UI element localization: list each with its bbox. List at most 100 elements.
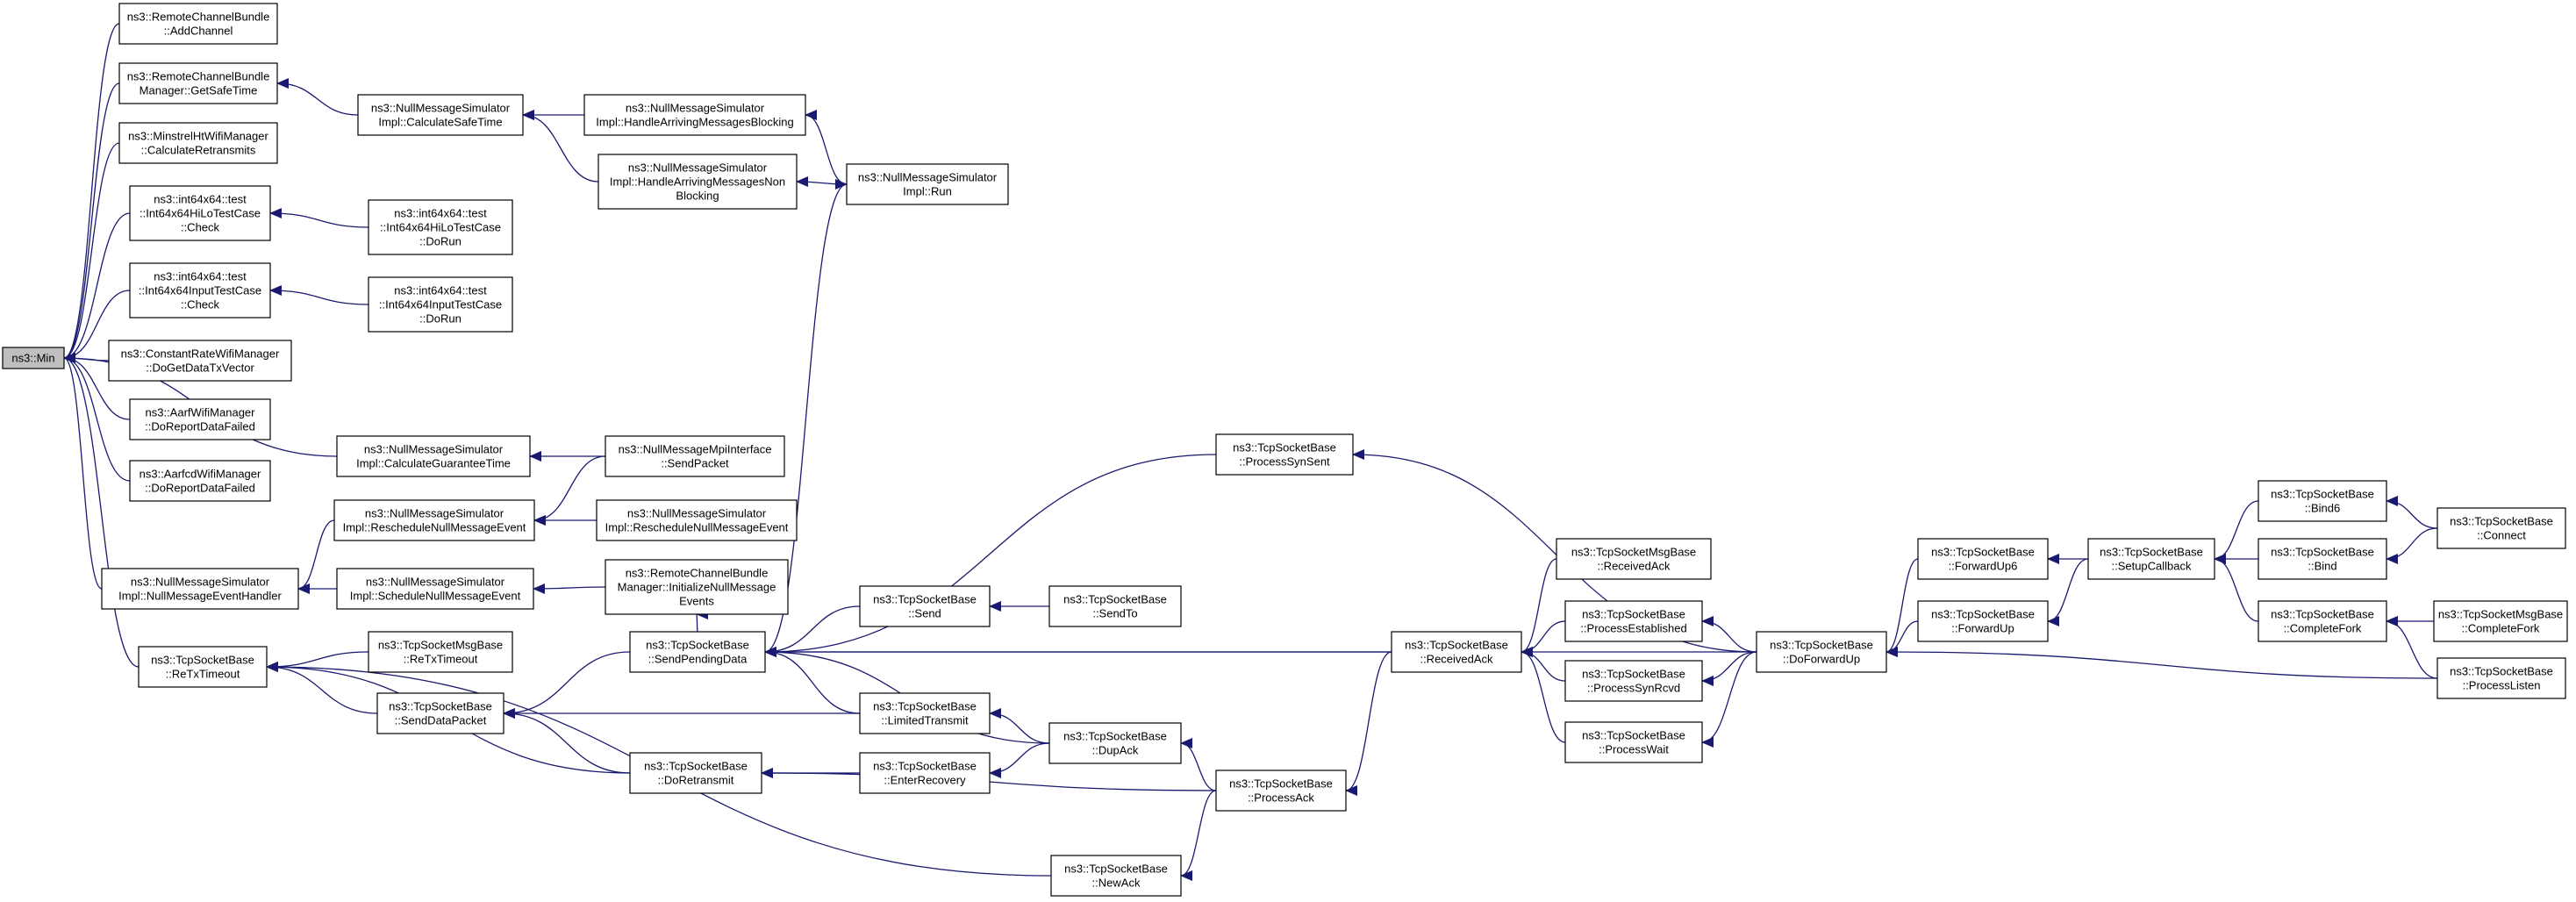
node-label-line: ns3::int64x64::test [154, 270, 247, 283]
node-connect[interactable]: ns3::TcpSocketBase::Connect [2436, 507, 2566, 549]
node-label-line: Blocking [676, 190, 719, 203]
node-process-ack[interactable]: ns3::TcpSocketBase::ProcessAck [1215, 770, 1347, 812]
node-bind6[interactable]: ns3::TcpSocketBase::Bind6 [2258, 480, 2387, 522]
node-label-line: ns3::TcpSocketBase [873, 700, 977, 713]
node-label-line: ns3::NullMessageSimulator [626, 102, 765, 115]
edge-hilo_check-to-min [63, 212, 131, 363]
node-box [368, 199, 513, 255]
node-bind[interactable]: ns3::TcpSocketBase::Bind [2258, 538, 2387, 580]
node-forward-up6[interactable]: ns3::TcpSocketBase::ForwardUp6 [1917, 538, 2049, 580]
node-msgbase-complete-fork[interactable]: ns3::TcpSocketMsgBase::CompleteFork [2433, 600, 2568, 642]
node-box [1048, 585, 1182, 627]
node-forward-up[interactable]: ns3::TcpSocketBase::ForwardUp [1917, 600, 2049, 642]
node-label-line: ::SendDataPacket [395, 714, 487, 727]
node-label-line: ::DoReportDataFailed [145, 482, 255, 495]
node-handle-blocking[interactable]: ns3::NullMessageSimulatorImpl::HandleArr… [583, 94, 806, 136]
node-minstrel[interactable]: ns3::MinstrelHtWifiManager::CalculateRet… [118, 122, 278, 164]
node-label-line: ns3::NullMessageSimulator [365, 507, 504, 520]
node-process-wait[interactable]: ns3::TcpSocketBase::ProcessWait [1564, 721, 1703, 763]
node-label-line: ns3::NullMessageSimulator [858, 171, 998, 184]
edge-get_safe_time-to-min [63, 82, 120, 363]
node-complete-fork[interactable]: ns3::TcpSocketBase::CompleteFork [2258, 600, 2387, 642]
edge-minstrel-to-min [63, 142, 120, 363]
node-label-line: ns3::RemoteChannelBundle [127, 11, 270, 24]
edge-process_ack-to-dup_ack [1180, 738, 1217, 791]
node-label-line: ns3::TcpSocketBase [2271, 488, 2374, 501]
node-reschedule-b[interactable]: ns3::NullMessageSimulatorImpl::Reschedul… [596, 499, 798, 541]
edge-do_forward_up-to-process_wait [1701, 651, 1757, 748]
node-label-line: ::Check [181, 221, 220, 234]
node-received-ack[interactable]: ns3::TcpSocketBase::ReceivedAck [1391, 631, 1522, 673]
node-hilo-dorun[interactable]: ns3::int64x64::test::Int64x64HiLoTestCas… [368, 199, 513, 255]
node-calc-safe-time[interactable]: ns3::NullMessageSimulatorImpl::Calculate… [357, 94, 524, 136]
node-label-line: ns3::TcpSocketBase [2271, 546, 2374, 559]
node-label-line: ::DoRun [419, 235, 462, 248]
node-setup-callback[interactable]: ns3::TcpSocketBase::SetupCallback [2087, 538, 2215, 580]
node-enter-recovery[interactable]: ns3::TcpSocketBase::EnterRecovery [859, 752, 991, 794]
node-send-data-packet[interactable]: ns3::TcpSocketBase::SendDataPacket [376, 692, 504, 734]
node-new-ack[interactable]: ns3::TcpSocketBase::NewAck [1050, 855, 1182, 897]
node-add-channel[interactable]: ns3::RemoteChannelBundle::AddChannel [118, 3, 278, 45]
node-label-line: ns3::TcpSocketBase [1931, 546, 2035, 559]
node-rtx-timeout[interactable]: ns3::TcpSocketBase::ReTxTimeout [138, 646, 268, 688]
node-box [2258, 600, 2387, 642]
node-box [2258, 538, 2387, 580]
node-aarf[interactable]: ns3::AarfWifiManager::DoReportDataFailed [129, 398, 271, 440]
node-label-line: Manager::GetSafeTime [140, 84, 258, 97]
node-get-safe-time[interactable]: ns3::RemoteChannelBundleManager::GetSafe… [118, 62, 278, 104]
node-null-msg-handler[interactable]: ns3::NullMessageSimulatorImpl::NullMessa… [101, 568, 299, 610]
edge-msgbase_rtx-to-rtx_timeout [266, 651, 369, 672]
node-box [2436, 507, 2566, 549]
edge-handle_nonblocking-to-calc_safe_time [522, 110, 599, 183]
node-do-retransmit[interactable]: ns3::TcpSocketBase::DoRetransmit [629, 752, 762, 794]
node-box [1756, 631, 1887, 673]
node-label-line: ns3::AarfWifiManager [146, 406, 256, 419]
node-do-forward-up[interactable]: ns3::TcpSocketBase::DoForwardUp [1756, 631, 1887, 673]
node-limited-transmit[interactable]: ns3::TcpSocketBase::LimitedTransmit [859, 692, 991, 734]
node-msgbase-received-ack[interactable]: ns3::TcpSocketMsgBase::ReceivedAck [1556, 538, 1712, 580]
node-label-line: Impl::HandleArrivingMessagesBlocking [596, 116, 793, 129]
node-constant-rate[interactable]: ns3::ConstantRateWifiManager::DoGetDataT… [108, 340, 292, 382]
node-handle-nonblocking[interactable]: ns3::NullMessageSimulatorImpl::HandleArr… [597, 154, 798, 210]
edge-send-to-send_pending [764, 605, 861, 657]
node-box [1564, 721, 1703, 763]
node-hilo-check[interactable]: ns3::int64x64::test::Int64x64HiLoTestCas… [129, 185, 271, 241]
node-label-line: ::Send [908, 607, 941, 620]
node-reschedule-a[interactable]: ns3::NullMessageSimulatorImpl::Reschedul… [333, 499, 535, 541]
node-label-line: ns3::TcpSocketBase [1582, 729, 1685, 742]
edge-process_listen-to-complete_fork [2386, 616, 2438, 679]
node-box [1917, 600, 2049, 642]
node-dup-ack[interactable]: ns3::TcpSocketBase::DupAck [1048, 722, 1182, 764]
node-process-listen[interactable]: ns3::TcpSocketBase::ProcessListen [2436, 657, 2566, 699]
node-box [2, 347, 65, 369]
node-label-line: ns3::TcpSocketBase [2100, 546, 2203, 559]
node-label-line: ns3::TcpSocketBase [2271, 608, 2374, 621]
node-label-line: ns3::TcpSocketBase [1233, 441, 1336, 455]
edge-init_null_msg-to-schedule_null [533, 583, 606, 594]
node-process-syn-sent[interactable]: ns3::TcpSocketBase::ProcessSynSent [1215, 433, 1354, 476]
node-aarfcd[interactable]: ns3::AarfcdWifiManager::DoReportDataFail… [129, 460, 271, 502]
node-mpi-send-packet[interactable]: ns3::NullMessageMpiInterface::SendPacket [605, 435, 785, 477]
node-min[interactable]: ns3::Min [2, 347, 65, 369]
node-label-line: ::AddChannel [164, 25, 233, 38]
node-label-line: ::Bind6 [2305, 502, 2340, 515]
node-box [2087, 538, 2215, 580]
edge-send_data_packet-to-rtx_timeout [266, 662, 378, 714]
node-input-check[interactable]: ns3::int64x64::test::Int64x64InputTestCa… [129, 262, 271, 319]
node-init-null-msg[interactable]: ns3::RemoteChannelBundleManager::Initial… [605, 559, 789, 615]
node-send-pending[interactable]: ns3::TcpSocketBase::SendPendingData [629, 631, 766, 673]
node-box [629, 752, 762, 794]
node-label-line: ::ReTxTimeout [166, 668, 240, 681]
node-msgbase-rtx[interactable]: ns3::TcpSocketMsgBase::ReTxTimeout [368, 631, 513, 673]
node-send[interactable]: ns3::TcpSocketBase::Send [859, 585, 991, 627]
node-send-to[interactable]: ns3::TcpSocketBase::SendTo [1048, 585, 1182, 627]
node-label-line: ns3::TcpSocketBase [1229, 777, 1333, 791]
node-box [129, 398, 271, 440]
node-schedule-null[interactable]: ns3::NullMessageSimulatorImpl::ScheduleN… [336, 568, 534, 610]
node-label-line: ::LimitedTransmit [881, 714, 969, 727]
node-input-dorun[interactable]: ns3::int64x64::test::Int64x64InputTestCa… [368, 276, 513, 333]
node-calc-guarantee[interactable]: ns3::NullMessageSimulatorImpl::Calculate… [336, 435, 531, 477]
node-process-syn-rcvd[interactable]: ns3::TcpSocketBase::ProcessSynRcvd [1564, 660, 1703, 702]
node-process-established[interactable]: ns3::TcpSocketBase::ProcessEstablished [1564, 600, 1703, 642]
